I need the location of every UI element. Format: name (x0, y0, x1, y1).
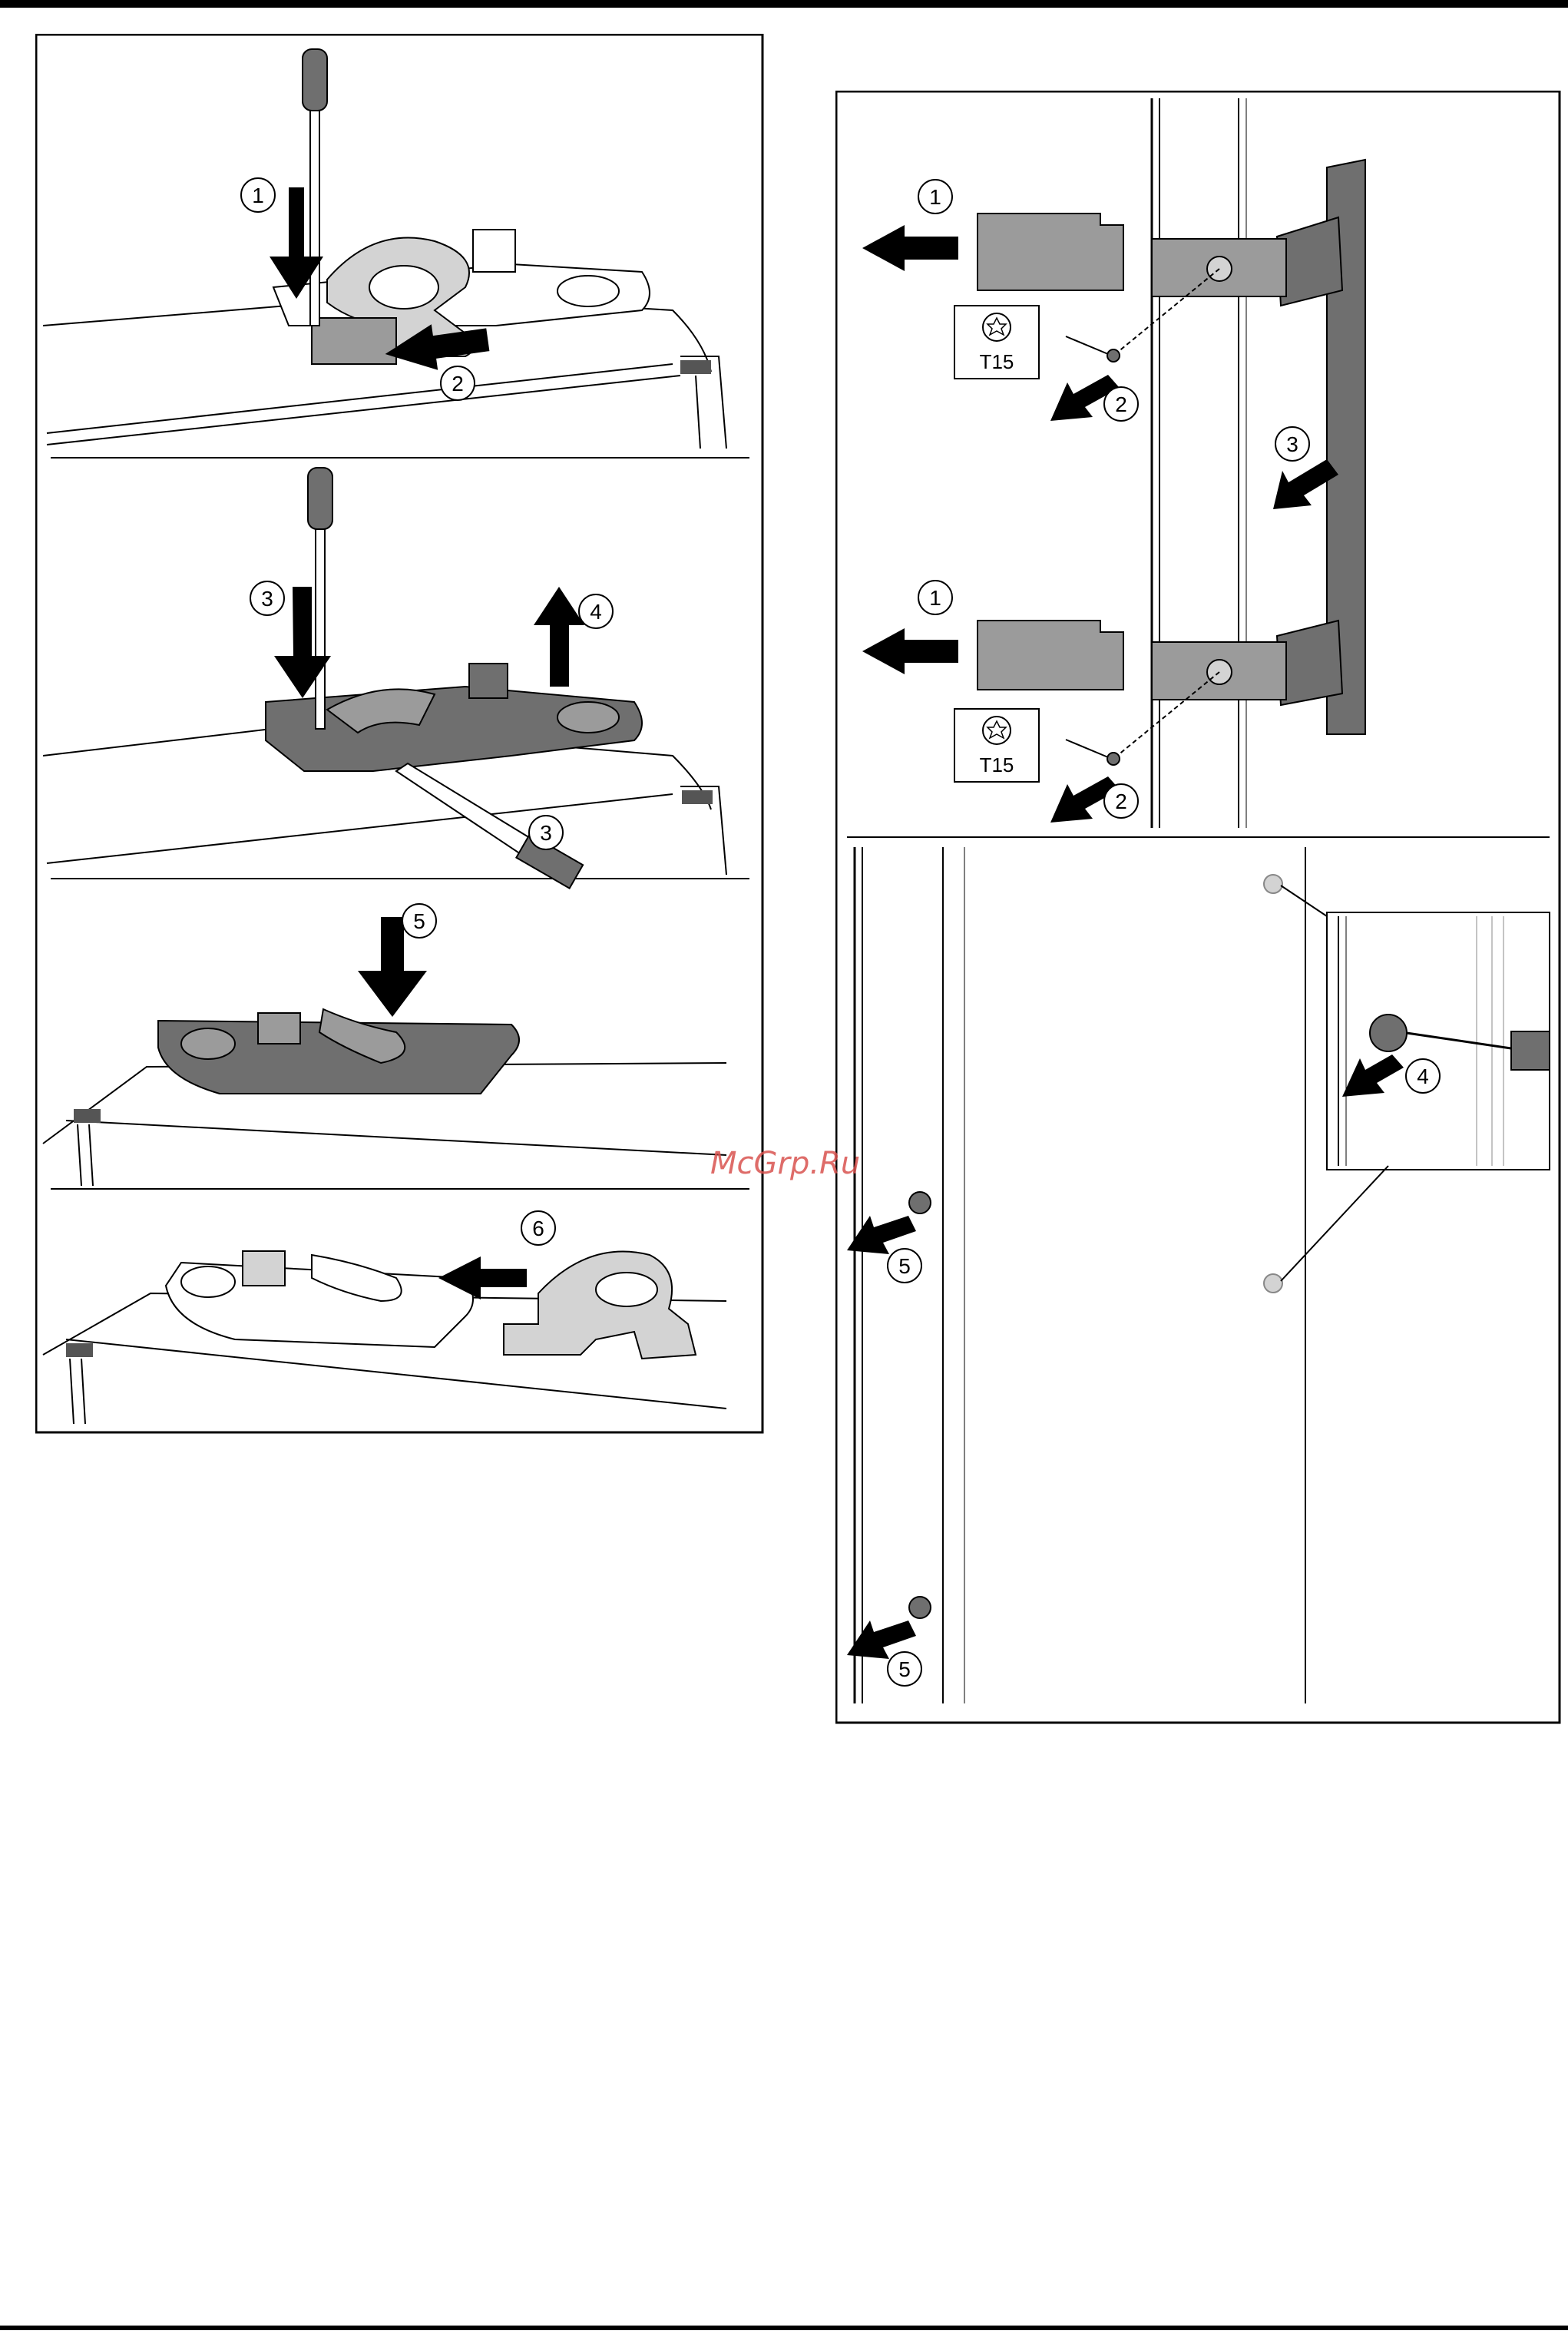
svg-text:5: 5 (898, 1657, 911, 1681)
right-top-step-1-callout: 1 (918, 180, 952, 214)
right-bottom-step-4-callout: 4 (1406, 1059, 1440, 1093)
panel-2-step-3b-callout: 3 (529, 816, 563, 849)
panel-1-step-2-callout: 2 (441, 366, 475, 400)
torx-icon (983, 717, 1011, 744)
svg-text:4: 4 (590, 600, 602, 624)
right-top-step-1b-callout: 1 (918, 581, 952, 614)
left-figure: 1 2 3 4 3 (35, 34, 765, 1435)
tool-label-top: T15 (980, 350, 1014, 373)
right-bottom-step-5b-callout: 5 (888, 1652, 921, 1686)
svg-text:6: 6 (532, 1217, 544, 1240)
svg-text:1: 1 (252, 184, 264, 207)
panel-2-step-3-callout: 3 (250, 581, 284, 615)
svg-text:2: 2 (1115, 790, 1127, 813)
svg-text:1: 1 (929, 586, 941, 610)
svg-text:2: 2 (452, 372, 464, 396)
panel-3-step-5-callout: 5 (402, 904, 436, 938)
svg-text:5: 5 (898, 1254, 911, 1278)
right-bottom-step-5-callout: 5 (888, 1249, 921, 1283)
tool-label-bottom: T15 (980, 753, 1014, 776)
watermark: McGrp.Ru (710, 1146, 860, 1181)
svg-text:2: 2 (1115, 392, 1127, 416)
svg-text:3: 3 (540, 821, 552, 845)
panel-2-step-4-callout: 4 (579, 594, 613, 628)
svg-text:5: 5 (413, 909, 425, 933)
right-top-step-3-callout: 3 (1275, 427, 1309, 461)
right-figure: T15 T15 1 2 3 1 2 (835, 91, 1562, 1726)
panel-4-step-6-callout: 6 (521, 1211, 555, 1245)
svg-text:3: 3 (1286, 432, 1298, 456)
page-top-rule (0, 0, 1568, 8)
right-top-step-2-callout: 2 (1104, 387, 1138, 421)
svg-text:3: 3 (261, 587, 273, 611)
right-top-step-2b-callout: 2 (1104, 784, 1138, 818)
svg-text:1: 1 (929, 185, 941, 209)
page-bottom-rule (0, 2326, 1568, 2330)
svg-text:4: 4 (1417, 1064, 1429, 1088)
panel-1-step-1-callout: 1 (241, 178, 275, 212)
torx-icon (983, 313, 1011, 341)
